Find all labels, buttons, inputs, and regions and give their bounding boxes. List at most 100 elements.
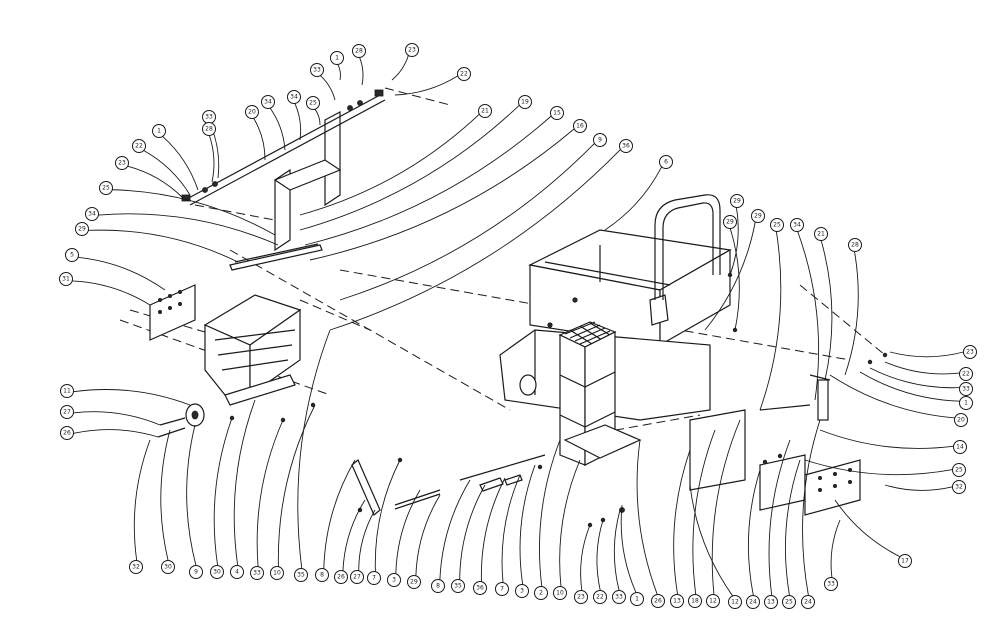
leader-line <box>620 504 637 593</box>
leader-line <box>73 429 159 438</box>
callout-circle <box>630 592 644 606</box>
callout-bubble: 29 <box>407 575 421 589</box>
leader-line <box>394 75 459 96</box>
leader-line <box>208 135 215 183</box>
callout-bubble: 8 <box>315 568 329 582</box>
callout-bubble: 28 <box>848 238 862 252</box>
leader-line <box>820 240 833 381</box>
callout-bubble: 23 <box>115 156 129 170</box>
callout-bubble: 33 <box>959 382 973 396</box>
callout-bubble: 34 <box>790 218 804 232</box>
leader-line <box>889 351 964 358</box>
callout-number: 13 <box>767 599 775 606</box>
leader-line <box>127 165 184 199</box>
callout-bubble: 1 <box>330 51 344 65</box>
callout-bubble: 29 <box>751 209 765 223</box>
callout-number: 1 <box>335 55 339 62</box>
leader-line <box>213 417 233 566</box>
callout-circle <box>688 594 702 608</box>
callout-number: 14 <box>956 444 964 451</box>
leader-line <box>329 149 621 331</box>
callout-circle <box>367 571 381 585</box>
callout-bubble: 4 <box>230 565 244 579</box>
leader-line <box>804 459 953 476</box>
leader-line <box>73 389 191 406</box>
callout-bubble: 11 <box>60 384 74 398</box>
callout-bubble: 23 <box>405 43 419 57</box>
leader-line <box>797 231 820 401</box>
callout-number: 29 <box>726 219 734 226</box>
leader-line <box>233 399 256 566</box>
callout-circle <box>963 345 977 359</box>
callout-bubble: 10 <box>270 566 284 580</box>
callout-circle <box>294 568 308 582</box>
callout-circle <box>287 90 301 104</box>
callout-bubble: 22 <box>457 67 471 81</box>
callout-circle <box>495 582 509 596</box>
callout-number: 8 <box>320 572 324 579</box>
callout-number: 3 <box>520 588 524 595</box>
callout-bubble: 33 <box>250 566 264 580</box>
callout-circle <box>478 104 492 118</box>
callout-bubble: 17 <box>898 554 912 568</box>
callout-number: 22 <box>460 71 468 78</box>
callout-bubble: 33 <box>612 590 626 604</box>
callout-number: 16 <box>576 123 584 130</box>
callout-circle <box>75 222 89 236</box>
callout-circle <box>473 581 487 595</box>
leader-line <box>304 115 552 246</box>
callout-bubble: 29 <box>75 222 89 236</box>
leader-line <box>72 280 151 306</box>
callout-number: 21 <box>481 108 489 115</box>
callout-bubble: 34 <box>287 90 301 104</box>
callout-number: 7 <box>372 575 376 582</box>
callout-circle <box>515 584 529 598</box>
callout-circle <box>651 594 665 608</box>
callout-bubble: 7 <box>495 582 509 596</box>
callout-bubble: 25 <box>306 96 320 110</box>
callout-bubble: 20 <box>245 105 259 119</box>
leader-line <box>297 329 331 569</box>
callout-bubble: 22 <box>959 367 973 381</box>
callout-number: 12 <box>709 598 717 605</box>
callout-circle <box>451 579 465 593</box>
leader-line <box>884 484 953 491</box>
callout-circle <box>306 96 320 110</box>
callout-bubble: 26 <box>334 570 348 584</box>
callout-circle <box>670 594 684 608</box>
leader-line <box>88 229 239 263</box>
callout-bubble: 33 <box>824 577 838 591</box>
callout-circle <box>553 586 567 600</box>
leader-line <box>784 459 801 596</box>
leader-line <box>314 108 321 126</box>
callout-circle <box>953 440 967 454</box>
callout-circle <box>202 122 216 136</box>
callout-number: 1 <box>157 128 161 135</box>
grate-mesh <box>564 321 611 345</box>
callout-number: 34 <box>88 211 96 218</box>
callout-number: 23 <box>408 47 416 54</box>
callout-bubble: 10 <box>553 586 567 600</box>
left-hopper <box>203 294 302 406</box>
callout-number: 34 <box>264 99 272 106</box>
leader-line <box>747 469 761 596</box>
callout-number: 1 <box>964 400 968 407</box>
callout-bubble: 27 <box>350 570 364 584</box>
handle-bar <box>654 194 721 300</box>
callout-bubble: 27 <box>60 405 74 419</box>
callout-bubble: 31 <box>59 272 73 286</box>
callout-bubble: 21 <box>478 104 492 118</box>
callout-bubble: 6 <box>659 155 673 169</box>
callout-bubble: 35 <box>294 568 308 582</box>
callout-bubble: 16 <box>573 119 587 133</box>
callout-bubble: 14 <box>953 440 967 454</box>
callout-circle <box>60 426 74 440</box>
leader-line <box>844 251 859 376</box>
leader-line <box>636 439 658 595</box>
callout-circle <box>782 595 796 609</box>
callout-number: 29 <box>410 579 418 586</box>
leader-line <box>711 419 741 595</box>
leader-line <box>869 367 960 389</box>
callout-circle <box>848 238 862 252</box>
callout-number: 28 <box>355 48 363 55</box>
